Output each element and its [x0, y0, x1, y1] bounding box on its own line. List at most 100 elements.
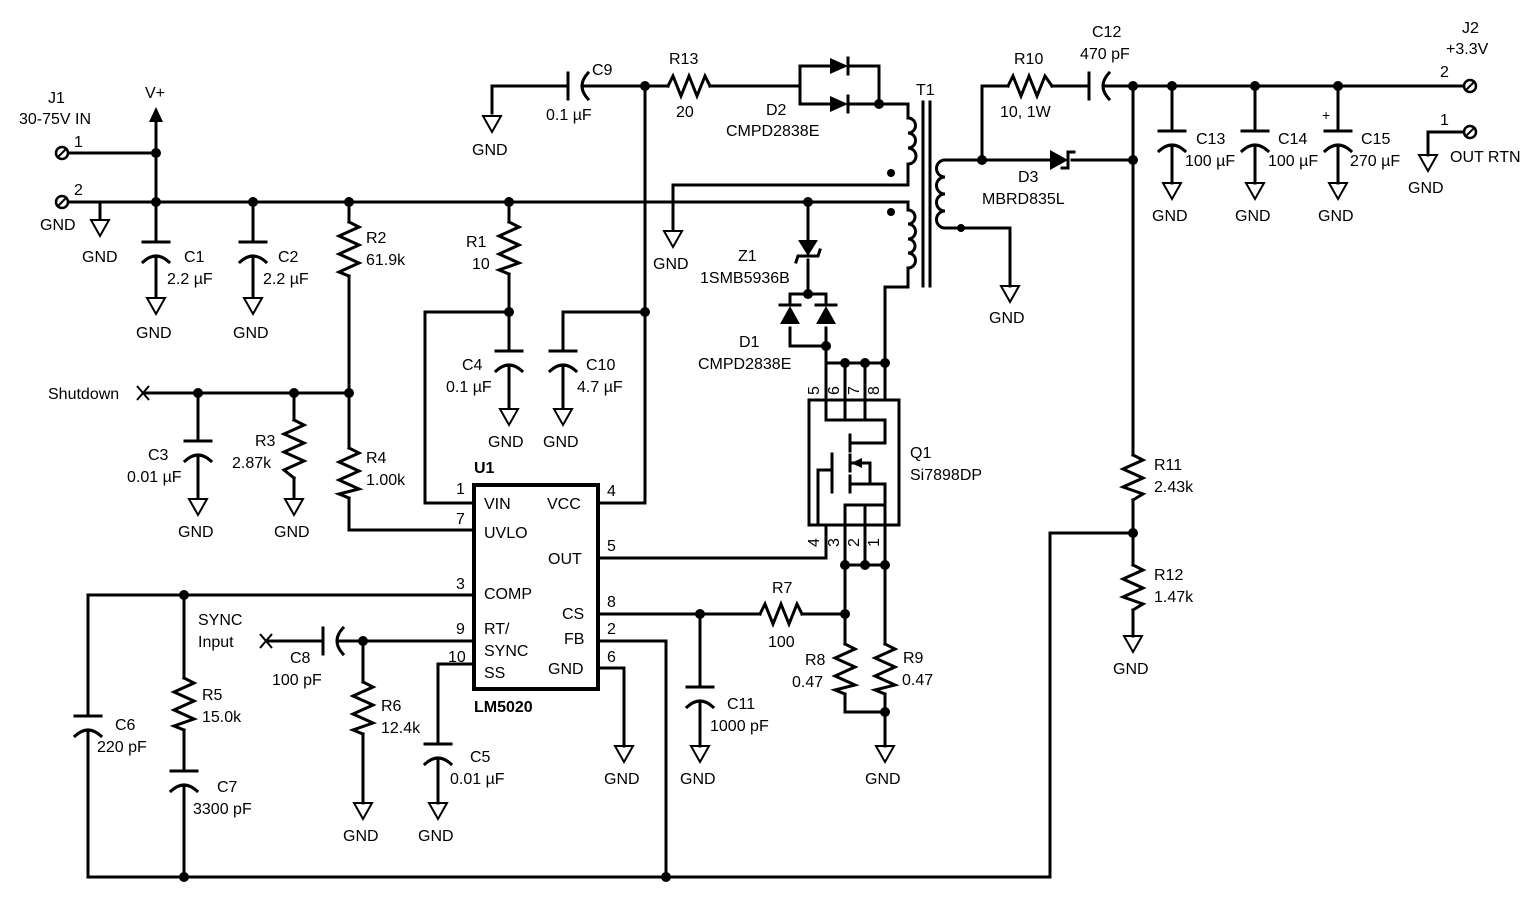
j1-pin1-terminal-icon [54, 145, 70, 161]
u1-pin-comp: COMP [484, 586, 532, 603]
c13-value: 100 µF [1185, 153, 1235, 170]
c12-value: 470 pF [1080, 46, 1130, 63]
c10-value: 4.7 µF [577, 379, 623, 396]
r10-ref: R10 [1014, 51, 1043, 68]
r9-ref: R9 [903, 650, 924, 667]
gnd-label: GND [604, 771, 640, 788]
d2-ref: D2 [766, 102, 787, 119]
r4-ref: R4 [366, 450, 387, 467]
r5-resistor-icon [169, 675, 199, 732]
j2-desc: +3.3V [1446, 41, 1489, 58]
gnd-label: GND [1113, 661, 1149, 678]
z1-value: 1SMB5936B [700, 270, 790, 287]
r1-value: 10 [472, 256, 490, 273]
gnd-label: GND [233, 325, 269, 342]
vplus-arrow-icon [149, 107, 163, 122]
u1-pin-ss: SS [484, 665, 505, 682]
c3-capacitor-icon [182, 439, 214, 464]
gnd-label: GND [178, 524, 214, 541]
q1-pin-num: 5 [806, 386, 823, 395]
r7-resistor-icon [757, 599, 805, 629]
r13-resistor-icon [665, 71, 713, 101]
j1-ref: J1 [48, 90, 65, 107]
gnd-label: GND [472, 142, 508, 159]
z1-zener-diode-icon [794, 230, 822, 264]
d2-value: CMPD2838E [726, 123, 819, 140]
q1-mosfet-icon [807, 398, 901, 527]
u1-pin-vin: VIN [484, 496, 511, 513]
c9-capacitor-icon [566, 70, 591, 102]
c5-ref: C5 [470, 749, 491, 766]
c12-capacitor-icon [1087, 70, 1112, 102]
q1-ref: Q1 [910, 445, 931, 462]
c14-value: 100 µF [1268, 153, 1318, 170]
z1-ref: Z1 [738, 248, 757, 265]
r11-resistor-icon [1118, 452, 1147, 503]
c4-capacitor-icon [493, 349, 525, 374]
c2-capacitor-icon [237, 240, 269, 265]
gnd-label: GND [1408, 180, 1444, 197]
t1-ref: T1 [916, 82, 935, 99]
c3-value: 0.01 µF [127, 469, 182, 486]
q1-pin-num: 2 [846, 538, 863, 547]
r5-ref: R5 [202, 687, 223, 704]
diodes [778, 56, 1076, 324]
vplus-label: V+ [145, 85, 165, 102]
d3-value: MBRD835L [982, 191, 1065, 208]
j2-ref: J2 [1462, 20, 1479, 37]
gnd-label: GND [418, 828, 454, 845]
c13-capacitor-icon [1156, 129, 1188, 154]
u1-pin-num: 9 [456, 621, 465, 638]
r8-value: 0.47 [792, 674, 823, 691]
c1-ref: C1 [184, 249, 205, 266]
c8-value: 100 pF [272, 672, 322, 689]
c14-ref: C14 [1278, 131, 1307, 148]
r7-value: 100 [768, 634, 795, 651]
junction-dots [151, 81, 1343, 882]
r10-resistor-icon [1005, 71, 1055, 101]
u1-pin-num: 5 [607, 538, 616, 555]
c15-ref: C15 [1361, 131, 1390, 148]
q1-pin-num: 1 [866, 538, 883, 547]
u1-pin-num: 8 [607, 594, 616, 611]
plus-icon: + [1322, 107, 1330, 123]
r9-resistor-icon [870, 641, 900, 696]
d2-diode-icon [810, 56, 850, 114]
j1-pin1-num: 1 [74, 134, 83, 151]
gnd-label: GND [865, 771, 901, 788]
gnd-label: GND [680, 771, 716, 788]
c9-ref: C9 [592, 62, 613, 79]
c4-value: 0.1 µF [446, 379, 492, 396]
q1-pin-num: 6 [826, 386, 843, 395]
u1-pin-sync: SYNC [484, 643, 528, 660]
r5-value: 15.0k [202, 709, 242, 726]
r12-ref: R12 [1154, 567, 1183, 584]
j1-desc: 30-75V IN [19, 111, 91, 128]
c3-ref: C3 [148, 447, 169, 464]
c8-ref: C8 [290, 650, 311, 667]
wires [60, 64, 1466, 879]
gnd-label: GND [82, 249, 118, 266]
c15-capacitor-icon: + [1322, 107, 1354, 154]
sync-input-label: SYNC [198, 612, 242, 629]
j2-pin1-num: 1 [1440, 112, 1449, 129]
r3-resistor-icon [280, 417, 308, 481]
ground-symbols [89, 115, 1439, 822]
r4-resistor-icon [334, 445, 364, 500]
r3-value: 2.87k [232, 455, 272, 472]
shutdown-label: Shutdown [48, 386, 119, 403]
r1-ref: R1 [466, 234, 487, 251]
gnd-label: GND [543, 434, 579, 451]
u1-pin-num: 2 [607, 621, 616, 638]
resistors [169, 71, 1147, 736]
c11-value: 1000 pF [710, 718, 769, 735]
c11-ref: C11 [727, 696, 755, 713]
c2-value: 2.2 µF [263, 271, 309, 288]
r2-resistor-icon [335, 219, 363, 278]
j1-gnd-label: GND [40, 217, 76, 234]
u1-pin-rt: RT/ [484, 621, 510, 638]
r8-resistor-icon [830, 641, 860, 696]
d3-ref: D3 [1018, 169, 1039, 186]
r13-ref: R13 [669, 51, 698, 68]
q1-pin-num: 7 [846, 386, 863, 395]
